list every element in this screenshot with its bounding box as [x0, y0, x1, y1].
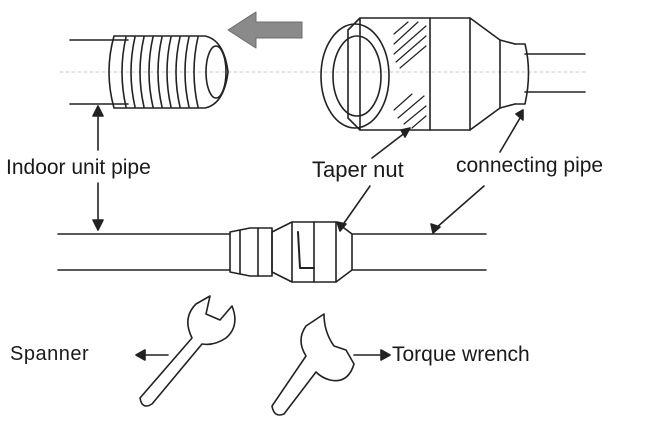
torque-wrench-label: Torque wrench — [392, 343, 530, 366]
taper-nut-label: Taper nut — [312, 157, 404, 182]
spanner-leader — [135, 349, 169, 361]
spanner-label: Spanner — [10, 343, 90, 365]
indoor-pipe-leader — [92, 105, 104, 231]
connecting-pipe-leaders — [430, 109, 524, 234]
indoor-unit-pipe-label: Indoor unit pipe — [6, 156, 151, 179]
torque-wrench-icon — [271, 313, 355, 416]
connecting-pipe-label: connecting pipe — [456, 154, 604, 177]
left-arrow-icon — [227, 11, 303, 49]
taper-nut-leaders — [336, 127, 411, 232]
torque-wrench-leader — [353, 349, 391, 361]
indoor-unit-pipe-top — [69, 35, 229, 109]
taper-nut-top — [320, 17, 586, 131]
assembled-pipe — [57, 221, 487, 283]
spanner-icon — [139, 295, 236, 407]
